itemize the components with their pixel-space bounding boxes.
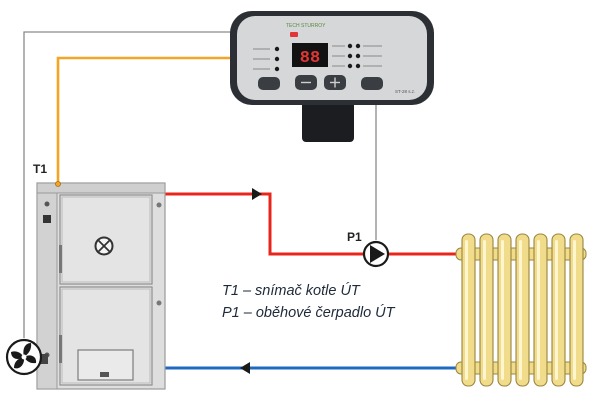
controller-led [274, 56, 280, 62]
controller-led [347, 43, 353, 49]
pump-p1-tag: P1 [347, 230, 362, 244]
legend-p1-description: P1 – oběhové čerpadlo ÚT [222, 305, 395, 321]
controller-led [347, 53, 353, 59]
controller-model-label: ST-28 s.z. [395, 89, 415, 94]
boiler-controller: TECH STURROY 88 ST-28 s.z. [230, 11, 434, 142]
controller-led [347, 63, 353, 69]
controller-led [355, 43, 361, 49]
controller-display-value: 88 [300, 49, 320, 68]
supply-pipe [165, 192, 465, 256]
controller-led [274, 46, 280, 52]
controller-button-menu[interactable] [258, 77, 280, 90]
fan-signal-wire [23, 31, 232, 338]
supply-flow-arrow [252, 188, 262, 200]
circulation-pump-icon [362, 240, 390, 268]
controller-brand: TECH STURROY [286, 23, 326, 29]
controller-led [355, 53, 361, 59]
t1-sensor-icon [55, 181, 61, 187]
t1-sensor-cable [56, 56, 232, 182]
sensor-t1-tag: T1 [33, 162, 48, 176]
controller-led [274, 66, 280, 72]
air-damper-dial-icon [94, 236, 114, 256]
radiator [455, 233, 587, 387]
legend-t1-description: T1 – snímač kotle ÚT [222, 283, 360, 299]
radiator-section [497, 233, 512, 387]
controller-button-exit[interactable] [361, 77, 383, 90]
radiator-section [479, 233, 494, 387]
radiator-section [515, 233, 530, 387]
radiator-section [551, 233, 566, 387]
radiator-section [461, 233, 476, 387]
blower-fan-icon [5, 338, 48, 376]
radiator-section [533, 233, 548, 387]
controller-led [355, 63, 361, 69]
radiator-section [569, 233, 584, 387]
controller-display [292, 43, 328, 67]
return-flow-arrow [240, 362, 250, 374]
boiler [36, 182, 166, 390]
